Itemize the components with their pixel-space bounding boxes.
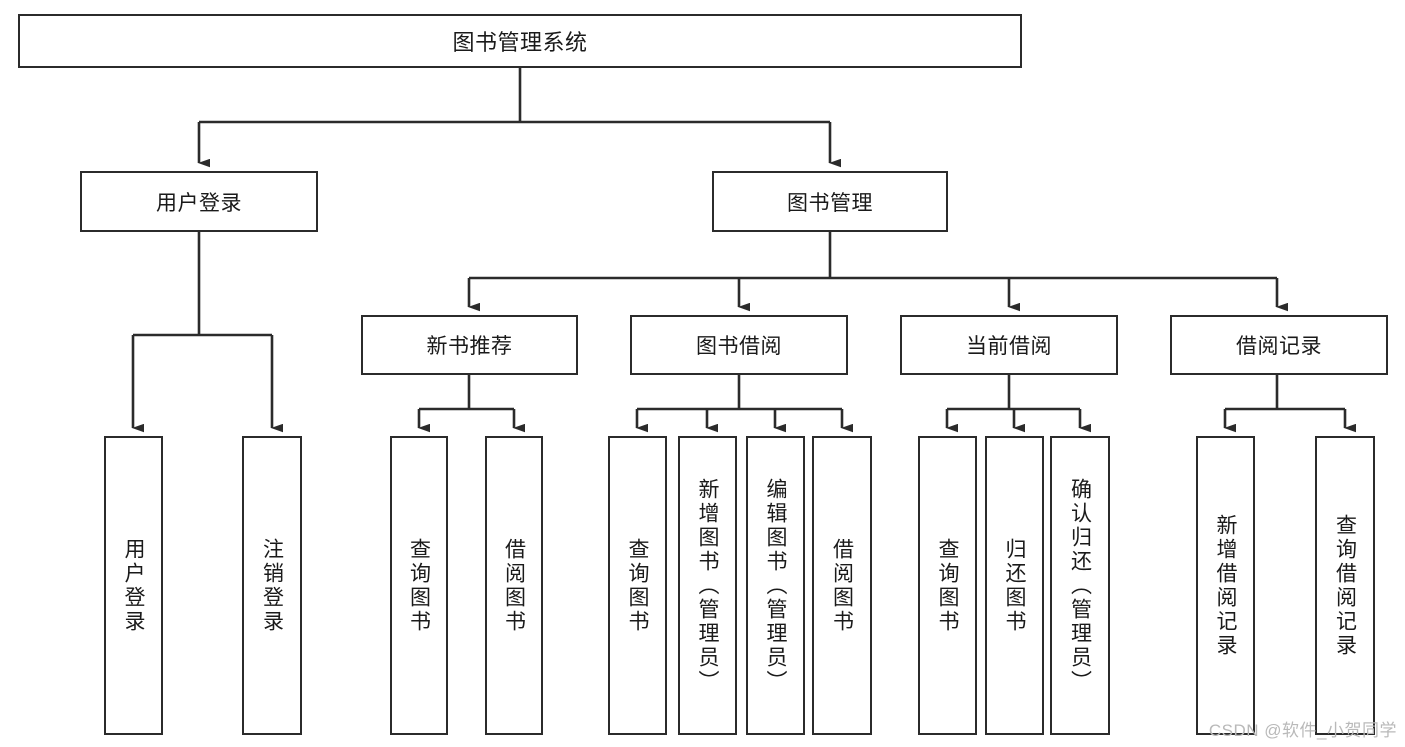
- leaf-add-borrow-record-label: 新增借阅记录: [1214, 513, 1237, 658]
- leaf-add-book-admin[interactable]: 新增图书（管理员）: [678, 436, 737, 735]
- leaf-user-login-label: 用户登录: [122, 537, 145, 634]
- leaf-query-book-borrow-label: 查询图书: [626, 537, 649, 634]
- node-new-book-recommend[interactable]: 新书推荐: [361, 315, 578, 375]
- leaf-borrow-book-recommend[interactable]: 借阅图书: [485, 436, 543, 735]
- leaf-return-book-label: 归还图书: [1003, 537, 1026, 634]
- node-book-borrow[interactable]: 图书借阅: [630, 315, 848, 375]
- leaf-return-book[interactable]: 归还图书: [985, 436, 1044, 735]
- leaf-query-borrow-record-label: 查询借阅记录: [1333, 513, 1357, 658]
- leaf-query-book-current-label: 查询图书: [936, 537, 959, 634]
- leaf-query-book-current[interactable]: 查询图书: [918, 436, 977, 735]
- node-borrow-record[interactable]: 借阅记录: [1170, 315, 1388, 375]
- leaf-query-book-recommend[interactable]: 查询图书: [390, 436, 448, 735]
- node-borrow-record-label: 借阅记录: [1236, 335, 1322, 358]
- csdn-watermark: CSDN @软件_小贺同学: [1208, 721, 1397, 740]
- leaf-confirm-return-admin-label: 确认归还（管理员）: [1068, 477, 1092, 694]
- node-book-borrow-label: 图书借阅: [696, 335, 782, 358]
- node-root-label: 图书管理系统: [452, 30, 588, 55]
- leaf-add-book-admin-label: 新增图书（管理员）: [696, 477, 719, 694]
- node-new-book-recommend-label: 新书推荐: [426, 335, 513, 358]
- leaf-edit-book-admin[interactable]: 编辑图书（管理员）: [746, 436, 805, 735]
- leaf-logout[interactable]: 注销登录: [242, 436, 302, 735]
- leaf-logout-label: 注销登录: [260, 537, 284, 634]
- node-current-borrow[interactable]: 当前借阅: [900, 315, 1118, 375]
- node-book-management[interactable]: 图书管理: [712, 171, 948, 232]
- leaf-query-borrow-record[interactable]: 查询借阅记录: [1315, 436, 1375, 735]
- node-current-borrow-label: 当前借阅: [966, 335, 1052, 358]
- node-user-login[interactable]: 用户登录: [80, 171, 318, 232]
- leaf-confirm-return-admin[interactable]: 确认归还（管理员）: [1050, 436, 1110, 735]
- leaf-query-book-borrow[interactable]: 查询图书: [608, 436, 667, 735]
- leaf-borrow-book-label: 借阅图书: [830, 537, 854, 634]
- leaf-add-borrow-record[interactable]: 新增借阅记录: [1196, 436, 1255, 735]
- node-root[interactable]: 图书管理系统: [18, 14, 1022, 68]
- node-user-login-label: 用户登录: [156, 191, 242, 215]
- leaf-borrow-book-recommend-label: 借阅图书: [502, 537, 526, 634]
- node-book-management-label: 图书管理: [787, 191, 873, 215]
- leaf-edit-book-admin-label: 编辑图书（管理员）: [764, 477, 787, 694]
- leaf-borrow-book[interactable]: 借阅图书: [812, 436, 872, 735]
- leaf-query-book-recommend-label: 查询图书: [407, 537, 431, 634]
- leaf-user-login[interactable]: 用户登录: [104, 436, 163, 735]
